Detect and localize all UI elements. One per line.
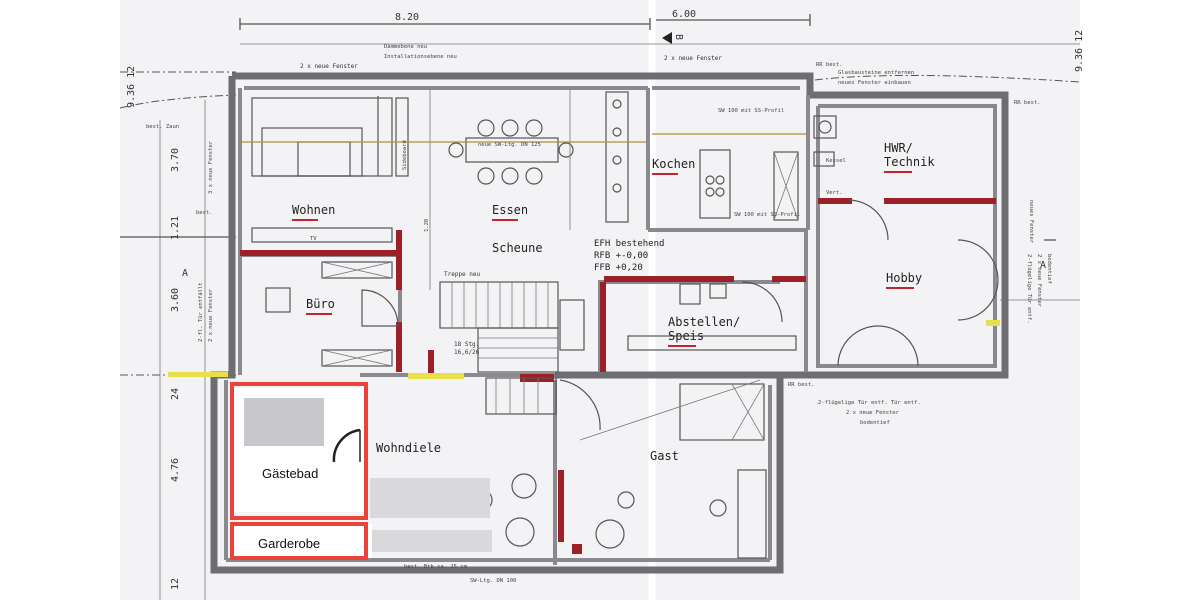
stair-steps-line2: 16,6/26 — [454, 349, 480, 356]
room-label-abstellen-line1: Abstellen/ — [668, 315, 740, 329]
room-label-abstellen-line2: Speis — [668, 329, 704, 343]
note-rr-best-3: RR best. — [788, 382, 815, 388]
dining-table — [448, 119, 574, 185]
note-rr-best: RR best. — [816, 62, 843, 68]
stair-labels: Treppe neu 18 Stg. 16,6/26 — [444, 271, 481, 356]
dim-left-9-36: 9.36 12 — [126, 66, 137, 108]
gaestebad-outline — [230, 382, 368, 520]
note-kessel: Kessel — [826, 158, 846, 164]
bathroom-highlight: Gästebad Garderobe — [230, 382, 492, 560]
level-line2: RFB +-0,00 — [594, 251, 648, 261]
room-label-gast: Gast — [650, 449, 679, 463]
room-labels: Wohnen Essen Scheune Kochen HWR/ Technik… — [292, 141, 935, 463]
dim-left-12: 12 — [170, 578, 181, 590]
note-bottom-door-2: 2 x neue Fenster — [846, 410, 900, 416]
dim-right-9-36: 9.36 12 — [1074, 30, 1085, 72]
dim-top-left: 8.20 — [395, 12, 419, 23]
note-wall-mark: 1.20 — [424, 219, 430, 232]
note-left-door-1: 2-fl. Tür entfällt — [198, 282, 204, 342]
note-sideboard: Sideboard — [402, 140, 408, 170]
left-dimensions: 9.36 12 3.70 1.21 3.60 24 4.76 12 9.36 1… — [126, 30, 1085, 590]
hobby-doors — [837, 199, 999, 367]
section-marker-top: B — [673, 34, 684, 40]
note-bottom-door-3: bodentief — [860, 420, 890, 426]
dim-left-1-21: 1.21 — [170, 216, 181, 240]
note-rr-best-2: RR best. — [1014, 100, 1041, 106]
note-sw-dining: neue SW-Ltg. DN 125 — [478, 142, 541, 148]
office-furniture — [265, 261, 399, 367]
note-right-windows: neues Fenster — [1028, 200, 1034, 244]
note-tv: TV — [310, 236, 317, 242]
bathroom-redacted-area — [244, 398, 324, 446]
stair-steps-line1: 18 Stg. — [454, 341, 479, 348]
note-bottom-door-1: 2-flügelige Tür entf. Tür entf. — [818, 400, 921, 406]
dim-left-24: 24 — [170, 388, 181, 400]
hall-redacted-area — [370, 478, 490, 518]
bath-door-arc — [332, 428, 361, 463]
essen-cabinets — [429, 88, 629, 290]
removed-walls — [168, 320, 1000, 379]
room-label-hwr-line2: Technik — [884, 155, 935, 169]
level-line1: EFH bestehend — [594, 239, 664, 249]
dim-top-right: 6.00 — [672, 9, 696, 20]
note-right-door-1: 2-flügelige Tür entf. — [1026, 254, 1032, 324]
dim-left-4-76: 4.76 — [170, 458, 181, 482]
hall-redacted-area-2 — [372, 530, 492, 552]
level-line3: FFB +0,20 — [594, 263, 643, 273]
note-left-windows: 3 x neue Fenster — [208, 140, 214, 194]
note-installationsebene: Installationsebene neu — [384, 54, 457, 60]
note-bottom-sw: SW-Ltg. DN 100 — [470, 578, 516, 584]
note-left-door-2: 2 x neue Fenster — [208, 288, 214, 342]
garderobe-label: Garderobe — [258, 536, 320, 551]
section-marker-right: A — [1040, 260, 1046, 271]
guest-furniture — [559, 379, 767, 559]
staircase — [439, 281, 585, 415]
note-best-zaun: best. Zaun — [146, 124, 179, 130]
section-marker-left: A — [182, 268, 188, 279]
level-info: EFH bestehend RFB +-0,00 FFB +0,20 — [594, 239, 664, 273]
note-daemmebene: Dämmebene neu — [384, 44, 427, 50]
walls — [210, 72, 1009, 574]
kitchen-fixtures — [240, 133, 808, 221]
room-label-wohnen: Wohnen — [292, 203, 335, 217]
dim-left-3-60: 3.60 — [170, 288, 181, 312]
note-glasbausteine-2: neues Fenster einbauen — [838, 80, 911, 86]
gaestebad-label: Gästebad — [262, 466, 318, 481]
room-label-scheune: Scheune — [492, 241, 543, 255]
living-furniture — [251, 96, 409, 243]
room-label-wohndiele: Wohndiele — [376, 441, 441, 455]
note-kochen-vert: Vert. — [826, 190, 843, 196]
room-label-essen: Essen — [492, 203, 528, 217]
note-top-windows-right: 2 x neue Fenster — [664, 55, 722, 62]
note-right-door-3: bodentief — [1046, 254, 1052, 284]
plan-notes: 2 x neue Fenster Dämmebene neu Installat… — [146, 44, 1052, 584]
note-glasbausteine-1: Glasbausteine entfernen — [838, 70, 914, 76]
garderobe-blank-area — [232, 524, 372, 558]
note-bottom-brk: best. Brk-ca. 25 cm — [404, 564, 468, 570]
section-markers: B A A — [182, 32, 1056, 279]
room-label-hobby: Hobby — [886, 271, 922, 285]
garderobe-outline — [230, 522, 368, 560]
note-sw-kitchen-2: SW 100 mit SS-Profil — [734, 212, 800, 218]
note-best-left: best. — [196, 210, 213, 216]
note-right-door-2: 2 x neue Fenster — [1036, 254, 1042, 308]
note-sw-kitchen-1: SW 100 mit SS-Profil — [718, 108, 784, 114]
dim-left-3-70: 3.70 — [170, 148, 181, 172]
top-dimensions: 8.20 6.00 — [239, 9, 1080, 45]
stair-label-top: Treppe neu — [444, 271, 481, 278]
hwr-fixtures — [813, 115, 837, 167]
room-label-buero: Büro — [306, 297, 335, 311]
room-label-kochen: Kochen — [652, 157, 695, 171]
room-label-hwr-line1: HWR/ — [884, 141, 913, 155]
note-top-windows: 2 x neue Fenster — [300, 63, 358, 70]
storage-fixtures — [627, 281, 797, 351]
